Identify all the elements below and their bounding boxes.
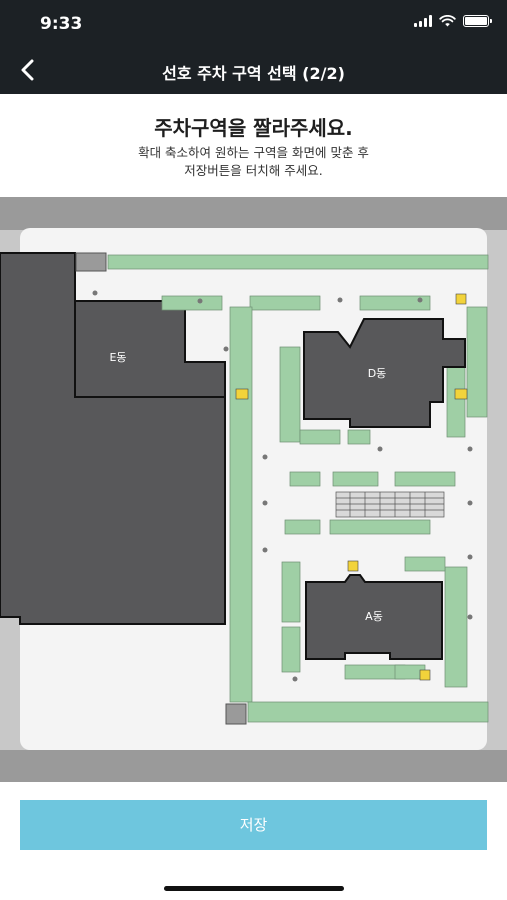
- instruction-line-1: 확대 축소하여 원하는 구역을 화면에 맞춘 후: [138, 145, 369, 160]
- yellow-markers: [235, 293, 468, 681]
- cellular-signal-icon: [414, 15, 432, 27]
- building-d-label: D동: [368, 367, 387, 380]
- map-dots: [92, 290, 473, 682]
- building-d-shape: [303, 318, 466, 428]
- parking-map-viewport[interactable]: E동 D동 A동: [0, 197, 507, 782]
- corner-block-bottom: [225, 703, 247, 725]
- status-icons: [414, 15, 492, 27]
- instruction-line-2: 저장버튼을 터치해 주세요.: [184, 163, 323, 178]
- building-e-shape: [0, 252, 226, 625]
- parking-map[interactable]: E동 D동 A동: [0, 197, 507, 782]
- page-title: 선호 주차 구역 선택 (2/2): [162, 64, 345, 83]
- stall-rows: [107, 254, 489, 723]
- save-button[interactable]: 저장: [20, 800, 487, 850]
- home-indicator: [164, 886, 344, 891]
- back-button[interactable]: [12, 54, 42, 86]
- building-a-shape: [305, 574, 443, 660]
- building-e-outline: [74, 301, 225, 398]
- corner-block-top: [75, 252, 107, 272]
- building-e-label: E동: [109, 351, 126, 364]
- chevron-left-icon: [21, 59, 34, 81]
- status-time: 9:33: [40, 14, 83, 34]
- hatched-structure: [335, 491, 445, 518]
- building-a-label: A동: [365, 610, 383, 623]
- battery-icon: [463, 15, 492, 27]
- top-bar: 9:33 선호 주차 구역 선택 (2/2): [0, 0, 507, 94]
- wifi-icon: [439, 15, 456, 27]
- instruction-headline: 주차구역을 짤라주세요.: [154, 116, 353, 140]
